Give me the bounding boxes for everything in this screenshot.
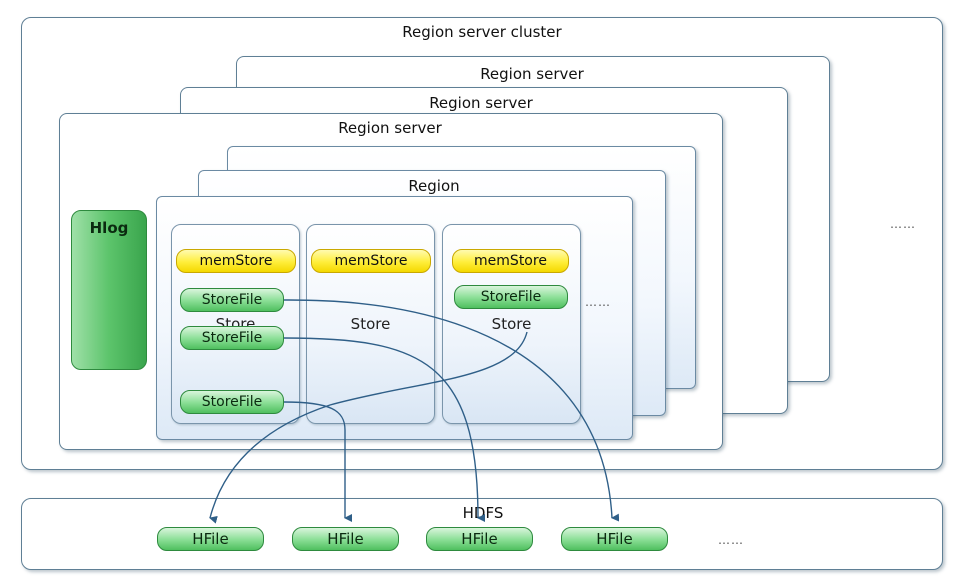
region-server-title: Region server (429, 94, 533, 112)
store-label: Store (350, 315, 391, 333)
storefile: StoreFile (454, 285, 568, 309)
hfile: HFile (157, 527, 264, 551)
hfile: HFile (292, 527, 399, 551)
region-title: Region (408, 177, 460, 195)
storefile: StoreFile (180, 288, 284, 312)
ellipsis-stores: …… (585, 295, 611, 309)
region-server-title: Region server (338, 119, 442, 137)
hfile: HFile (561, 527, 668, 551)
region-server-title: Region server (480, 65, 584, 83)
memstore: memStore (311, 249, 431, 273)
cluster-title: Region server cluster (402, 23, 562, 41)
hlog: Hlog (71, 210, 147, 370)
storefile: StoreFile (180, 390, 284, 414)
hlog-label: Hlog (89, 219, 129, 237)
ellipsis-hfiles: …… (718, 533, 744, 547)
ellipsis-servers: …… (890, 217, 916, 231)
hfile: HFile (426, 527, 533, 551)
memstore: memStore (176, 249, 296, 273)
hdfs-title: HDFS (462, 504, 504, 522)
storefile: StoreFile (180, 326, 284, 350)
store-label: Store (491, 315, 532, 333)
memstore: memStore (452, 249, 569, 273)
